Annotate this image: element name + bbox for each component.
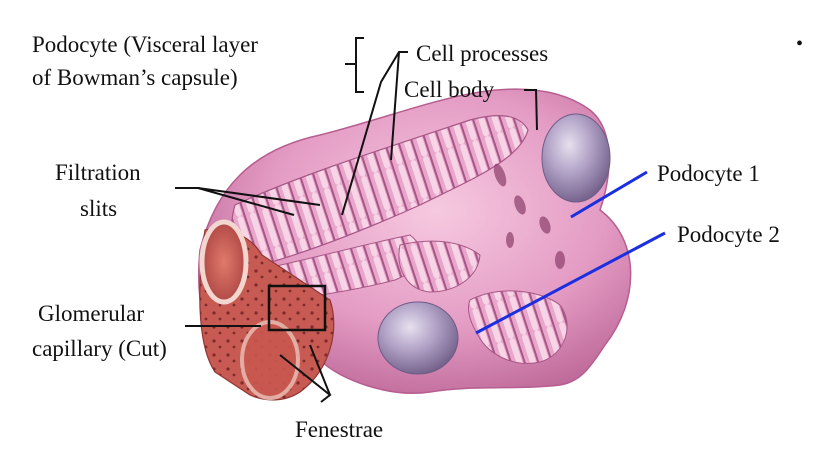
glomerular-label-line1: Glomerular	[38, 301, 144, 326]
filtration-slits-leader	[175, 187, 321, 216]
cell-body-leader	[524, 89, 538, 131]
podocyte-label-line1: Podocyte (Visceral layer	[32, 32, 258, 57]
fenestrae-highlight-box	[267, 284, 327, 332]
middle-processes	[398, 240, 481, 293]
podocyte-1-pointer	[570, 170, 648, 219]
leader-lines	[175, 37, 538, 403]
cell-body-label: Cell body	[404, 77, 495, 102]
podocyte-2-pointer	[475, 231, 666, 335]
cell-processes-leader	[341, 51, 408, 216]
podocyte-1-nucleus	[541, 113, 611, 203]
podocyte-1-label: Podocyte 1	[657, 161, 760, 186]
podocyte-label-line2: of Bowman’s capsule)	[32, 65, 238, 90]
podocyte-illustration	[198, 88, 632, 401]
glomerular-capillary	[199, 219, 335, 401]
glomerular-label-line2: capillary (Cut)	[32, 336, 167, 361]
filtration-label-line1: Filtration	[55, 160, 141, 185]
capillary-cut-end	[199, 219, 249, 305]
slit-details	[493, 163, 565, 269]
fenestrae-label: Fenestrae	[295, 417, 383, 442]
right-processes	[467, 290, 568, 364]
bullet-mark: •	[796, 33, 803, 55]
podocyte-2-nucleus	[377, 301, 459, 375]
cell-processes-label: Cell processes	[416, 41, 548, 66]
podocyte-bracket	[345, 37, 364, 93]
filtration-label-line2: slits	[80, 196, 117, 221]
fenestrae-leader	[279, 344, 332, 403]
podocyte-2-label: Podocyte 2	[677, 222, 780, 247]
capillary-lower-end	[240, 320, 300, 400]
